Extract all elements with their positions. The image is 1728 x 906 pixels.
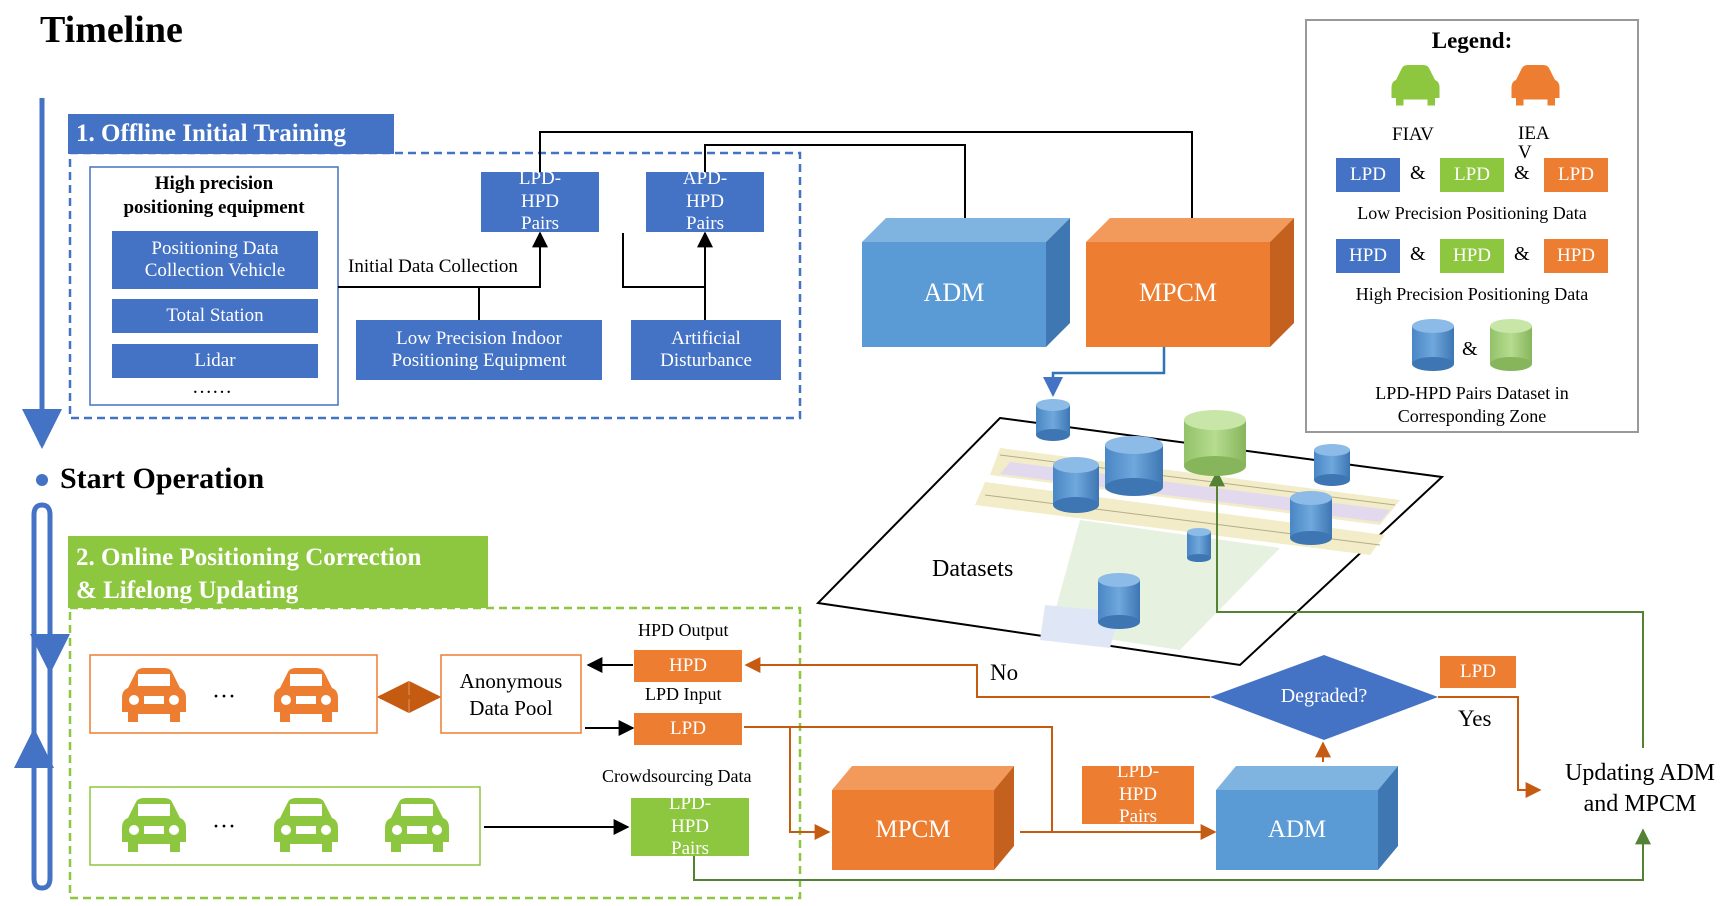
mpcm-cube-bottom xyxy=(832,766,1014,870)
legend-cylinders xyxy=(1412,319,1532,371)
timeline-title: Timeline xyxy=(40,9,183,51)
legend-hpd-blue: HPD xyxy=(1336,239,1400,273)
lpd-hpd-pairs-box: LPD-HPD Pairs xyxy=(481,168,599,234)
legend-lpd-green: LPD xyxy=(1440,158,1504,192)
car-icon xyxy=(122,668,186,722)
mpcm-label-bottom: MPCM xyxy=(875,816,951,843)
hpd-output-label: HPD Output xyxy=(638,620,729,640)
equipment-item-vehicle: Positioning Data Collection Vehicle xyxy=(112,231,318,289)
car-icon xyxy=(385,798,449,852)
degraded-label: Degraded? xyxy=(1280,685,1368,707)
timeline-bar xyxy=(13,98,70,891)
car-icon xyxy=(1391,65,1440,106)
stage2-header: 2. Online Positioning Correction & Lifel… xyxy=(68,536,488,608)
iea-cars xyxy=(122,668,338,722)
stage2-header-line2: & Lifelong Updating xyxy=(76,576,299,604)
crowd-pairs-box: LPD-HPD Pairs xyxy=(631,793,749,859)
mpcm-label-top: MPCM xyxy=(1138,278,1218,307)
legend-lpd-caption: Low Precision Positioning Data xyxy=(1357,203,1587,223)
data-pool-label: Anonymous Data Pool xyxy=(459,669,563,721)
yes-label: Yes xyxy=(1458,706,1492,731)
stage1-header: 1. Offline Initial Training xyxy=(68,114,394,154)
stage2-header-line1: 2. Online Positioning Correction xyxy=(76,544,422,571)
stage1-connectors xyxy=(338,131,1200,320)
artificial-disturbance-box: Artificial Disturbance xyxy=(631,320,781,380)
legend-amp-2: & xyxy=(1514,162,1530,184)
legend-lpd-blue: LPD xyxy=(1336,158,1400,192)
no-label: No xyxy=(990,660,1019,685)
cylinder-icon xyxy=(1187,528,1211,562)
cylinder-icon xyxy=(1490,319,1532,371)
iea-vehicle-frame xyxy=(89,654,378,734)
legend-amp-1: & xyxy=(1410,162,1426,184)
legend-fiav-car xyxy=(1391,65,1440,106)
adm-label-bottom: ADM xyxy=(1267,816,1327,843)
fiav-cars xyxy=(122,798,449,852)
car-icon xyxy=(1511,65,1560,106)
legend-fiav-label: FIAV xyxy=(1392,124,1434,145)
cylinder-icon xyxy=(1053,457,1099,513)
cylinder-icon xyxy=(1412,319,1454,371)
cylinder-icon xyxy=(1098,573,1140,629)
legend-hpd-caption: High Precision Positioning Data xyxy=(1355,284,1589,304)
initial-collection-label: Initial Data Collection xyxy=(348,256,518,277)
legend-amp-5: & xyxy=(1462,338,1478,360)
low-precision-equipment-box: Low Precision Indoor Positioning Equipme… xyxy=(356,320,602,380)
legend-dataset-caption: LPD-HPD Pairs Dataset in Corresponding Z… xyxy=(1375,383,1569,427)
car-icon xyxy=(274,798,338,852)
stage2-connectors xyxy=(376,470,1651,881)
legend-iea-label: IEA V xyxy=(1518,123,1549,163)
adm-label-top: ADM xyxy=(923,278,985,307)
car-icon xyxy=(274,668,338,722)
degraded-decision xyxy=(1210,655,1438,740)
legend-hpd-orange: HPD xyxy=(1544,239,1608,273)
iea-ellipsis: ··· xyxy=(212,684,236,710)
equipment-item-lidar: Lidar xyxy=(112,344,318,378)
cylinder-icon xyxy=(1105,436,1163,496)
stage1-frame xyxy=(68,151,802,420)
datasets-label: Datasets xyxy=(932,556,1014,582)
adm-cube-top xyxy=(862,218,1070,347)
cylinder-icon xyxy=(1184,410,1246,476)
legend-amp-3: & xyxy=(1410,243,1426,265)
fiav-ellipsis: ··· xyxy=(212,814,236,840)
cylinder-icon xyxy=(1036,399,1070,441)
start-operation-label: Start Operation xyxy=(60,462,265,495)
crowdsourcing-label: Crowdsourcing Data xyxy=(602,766,752,786)
legend-iea-car xyxy=(1511,65,1560,106)
data-pool-frame xyxy=(440,654,582,734)
car-icon xyxy=(122,798,186,852)
apd-hpd-pairs-box: APD-HPD Pairs xyxy=(646,168,764,234)
legend-lpd-orange: LPD xyxy=(1544,158,1608,192)
legend-hpd-green: HPD xyxy=(1440,239,1504,273)
cylinder-icon xyxy=(1290,491,1332,545)
legend-frame xyxy=(1305,19,1639,433)
fiav-vehicle-frame xyxy=(89,786,481,866)
lpd-yes-box: LPD xyxy=(1440,656,1516,688)
hpd-output-box: HPD xyxy=(634,650,742,682)
lpd-input-label: LPD Input xyxy=(645,684,722,704)
legend-amp-4: & xyxy=(1514,243,1530,265)
mpcm-to-datasets-arrow xyxy=(1043,340,1166,397)
equipment-item-total-station: Total Station xyxy=(112,299,318,333)
stage2-frame xyxy=(68,606,802,900)
cylinder-icon xyxy=(1314,444,1350,486)
equipment-more: …… xyxy=(192,376,232,398)
updating-label: Updating ADM and MPCM xyxy=(1565,760,1715,818)
equipment-title: High precision positioning equipment xyxy=(123,173,305,218)
lpd-input-box: LPD xyxy=(634,713,742,745)
legend-title: Legend: xyxy=(1431,28,1513,53)
dataset-cylinders xyxy=(1036,399,1350,629)
adm-cube-bottom xyxy=(1216,766,1398,870)
mpcm-cube-top xyxy=(1086,218,1294,347)
pairs-mid-box: LPD-HPD Pairs xyxy=(1082,761,1194,827)
